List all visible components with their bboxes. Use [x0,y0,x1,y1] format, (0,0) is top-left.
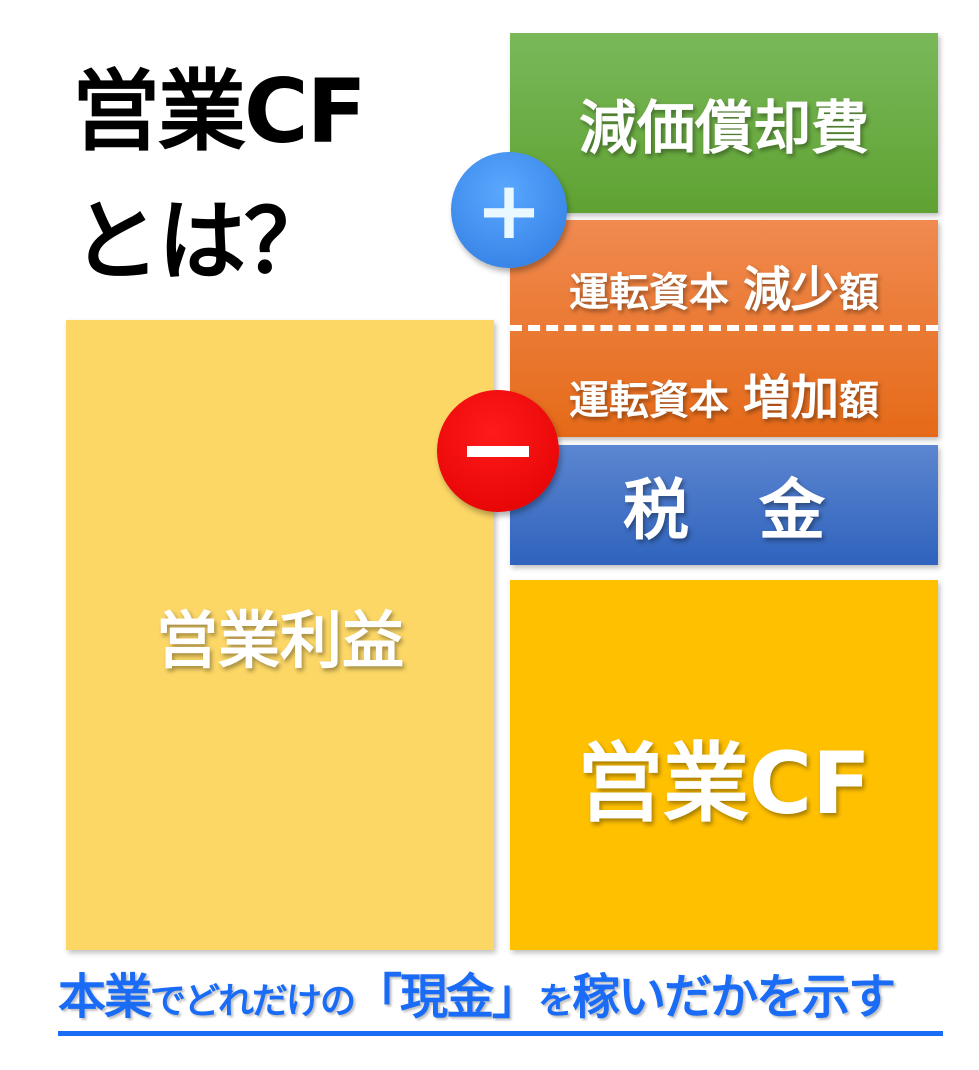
caption-part: でどれだけの [150,981,356,1022]
working-capital-box: 運転資本減少額 運転資本増加額 [510,220,938,437]
operating-cf-box: 営業CF [510,580,938,950]
plus-sign: + [475,163,543,257]
plus-icon: + [451,152,567,268]
wc-decrease-suffix: 額 [839,270,879,316]
depreciation-box: 減価償却費 [510,33,938,213]
wc-increase-suffix: 額 [839,378,879,424]
wc-increase-label: 運転資本増加額 [510,358,938,428]
wc-increase-emph: 増加 [742,370,839,426]
wc-decrease-prefix: 運転資本 [568,270,729,316]
dashed-divider [510,325,938,331]
tax-box: 税金 [510,445,938,565]
title-line-2: とは？ [72,190,332,293]
caption: 本業でどれだけの「現金」を稼いだかを示す [58,968,943,1036]
title-line-1: 営業CF [72,60,367,163]
wc-increase-prefix: 運転資本 [568,378,729,424]
caption-part: 「現金」 [354,969,540,1025]
operating-profit-box: 営業利益 [66,320,494,950]
caption-part: 本業 [58,969,152,1025]
caption-part: 稼いだかを示す [572,969,896,1025]
caption-part: を [538,981,574,1022]
minus-bar [467,445,529,457]
wc-decrease-label: 運転資本減少額 [510,250,938,320]
wc-decrease-emph: 減少 [742,262,839,318]
minus-icon [437,390,559,512]
